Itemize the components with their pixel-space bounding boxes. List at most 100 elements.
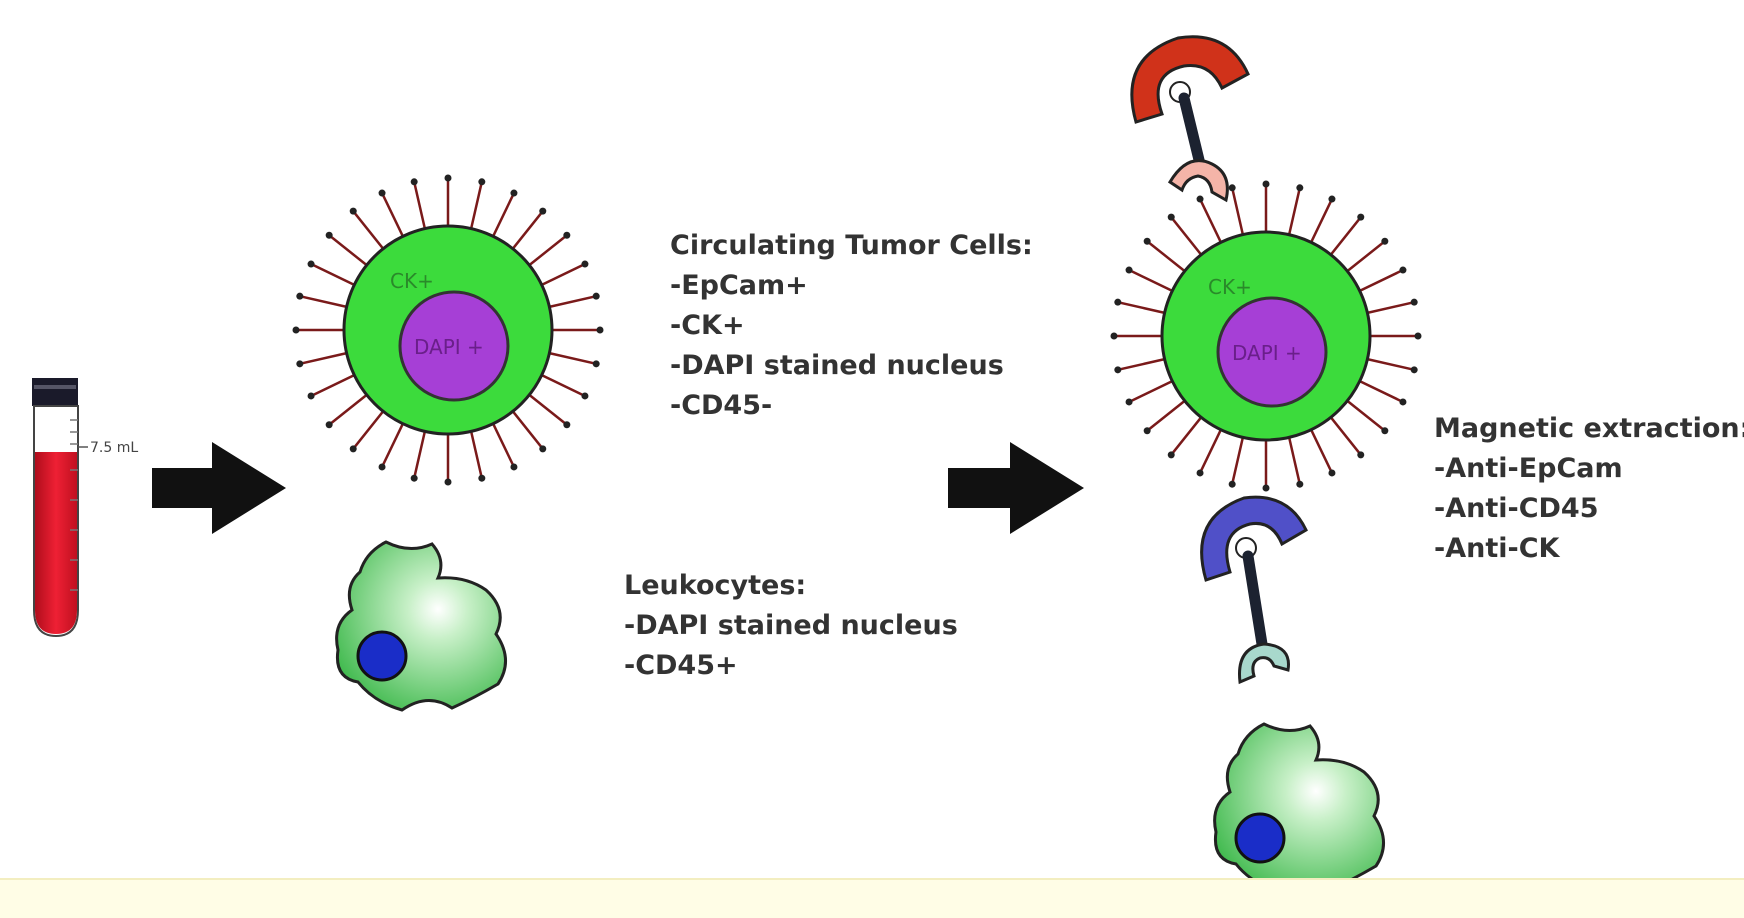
receptor-tip xyxy=(410,178,418,186)
receptor-tip xyxy=(1110,332,1118,340)
leukocyte-info-item: -CD45+ xyxy=(624,650,738,681)
receptor-tip xyxy=(1196,195,1204,203)
receptor-spike xyxy=(1355,268,1404,294)
leukocyte-info-item: -DAPI stained nucleus xyxy=(624,610,958,641)
receptor-tip xyxy=(1125,266,1133,274)
receptor-spike xyxy=(328,391,371,426)
receptor-spike xyxy=(1287,187,1302,239)
receptor-tip xyxy=(1399,398,1407,406)
magnetic-info: Magnetic extraction: -Anti-EpCam -Anti-C… xyxy=(1434,409,1744,569)
receptor-tip xyxy=(325,421,333,429)
receptor-tip xyxy=(1114,298,1122,306)
arrow-right-icon xyxy=(152,442,286,534)
leukocyte-nucleus xyxy=(356,630,408,682)
receptor-spike xyxy=(525,234,568,269)
receptor-tip xyxy=(563,421,571,429)
leukocyte-body xyxy=(335,540,507,712)
receptor-tip xyxy=(378,463,386,471)
receptor-tip xyxy=(1296,184,1304,192)
receptor-tip xyxy=(1410,366,1418,374)
tube-blood xyxy=(35,452,77,634)
receptor-spike xyxy=(545,351,597,366)
receptor-tip xyxy=(1228,184,1236,192)
receptor-spike xyxy=(352,407,387,450)
receptor-tip xyxy=(1228,480,1236,488)
ctc-nucleus-label: DAPI + xyxy=(1232,341,1302,365)
receptor-tip xyxy=(444,174,452,182)
receptor-spike xyxy=(1198,198,1224,247)
receptor-tip xyxy=(581,392,589,400)
footer-band xyxy=(0,878,1744,918)
receptor-spike xyxy=(1117,357,1169,372)
receptor-spike xyxy=(469,427,484,479)
receptor-tip xyxy=(444,478,452,486)
antibody-tip-icon xyxy=(1167,159,1229,203)
receptor-tip xyxy=(1143,237,1151,245)
magnet-head-icon xyxy=(1130,35,1250,124)
receptor-spike xyxy=(537,372,586,398)
receptor-spike xyxy=(1355,378,1404,404)
receptor-tip xyxy=(1357,451,1365,459)
receptor-spike xyxy=(490,192,516,241)
leukocyte-body xyxy=(1213,722,1385,894)
receptor-spike xyxy=(1170,413,1205,456)
receptor-tip xyxy=(1357,213,1365,221)
receptor-tip xyxy=(563,231,571,239)
receptor-tip xyxy=(478,178,486,186)
receptor-tip xyxy=(1167,451,1175,459)
receptor-tip xyxy=(581,260,589,268)
receptor-tip xyxy=(325,231,333,239)
receptor-tip xyxy=(296,292,304,300)
tube-cap xyxy=(32,378,78,406)
receptor-tip xyxy=(478,474,486,482)
receptor-spike xyxy=(525,391,568,426)
receptor-tip xyxy=(539,445,547,453)
receptor-spike xyxy=(412,181,427,233)
tube-volume-label: 7.5 mL xyxy=(90,440,138,456)
receptor-spike xyxy=(299,294,351,309)
ctc-info: Circulating Tumor Cells: -EpCam+ -CK+ -D… xyxy=(670,226,1033,426)
antibody-tip-icon xyxy=(1238,642,1290,685)
receptor-spike xyxy=(1327,413,1362,456)
receptor-spike xyxy=(509,407,544,450)
ctc-cell: CK+ DAPI + xyxy=(292,174,604,486)
ctc-info-title: Circulating Tumor Cells: xyxy=(670,230,1033,261)
receptor-tip xyxy=(1328,469,1336,477)
receptor-spike xyxy=(1363,300,1415,315)
receptor-spike xyxy=(1198,425,1224,474)
antibody-magnet-red xyxy=(1130,35,1250,203)
ctc-membrane-label: CK+ xyxy=(1208,275,1252,299)
receptor-spike xyxy=(1308,425,1334,474)
receptor-tip xyxy=(510,463,518,471)
receptor-spike xyxy=(328,234,371,269)
receptor-tip xyxy=(1125,398,1133,406)
magnetic-info-item: -Anti-CK xyxy=(1434,533,1560,564)
receptor-spike xyxy=(1327,216,1362,259)
ctc-info-item: -CK+ xyxy=(670,310,745,341)
receptor-spike xyxy=(1287,433,1302,485)
ctc-info-item: -CD45- xyxy=(670,390,773,421)
receptor-spike xyxy=(1146,240,1189,275)
receptor-tip xyxy=(1196,469,1204,477)
receptor-spike xyxy=(1308,198,1334,247)
magnetic-info-item: -Anti-CD45 xyxy=(1434,493,1599,524)
ctc-info-item: -EpCam+ xyxy=(670,270,808,301)
receptor-tip xyxy=(349,207,357,215)
receptor-spike xyxy=(545,294,597,309)
receptor-tip xyxy=(410,474,418,482)
receptor-tip xyxy=(296,360,304,368)
receptor-tip xyxy=(1114,366,1122,374)
receptor-spike xyxy=(1117,300,1169,315)
receptor-spike xyxy=(380,419,406,468)
receptor-spike xyxy=(352,210,387,253)
receptor-spike xyxy=(490,419,516,468)
receptor-spike xyxy=(469,181,484,233)
antibody-magnet-blue xyxy=(1200,495,1308,685)
magnetic-info-title: Magnetic extraction: xyxy=(1434,413,1744,444)
receptor-tip xyxy=(539,207,547,215)
receptor-spike xyxy=(1363,357,1415,372)
receptor-tip xyxy=(349,445,357,453)
receptor-tip xyxy=(1414,332,1422,340)
receptor-tip xyxy=(592,292,600,300)
